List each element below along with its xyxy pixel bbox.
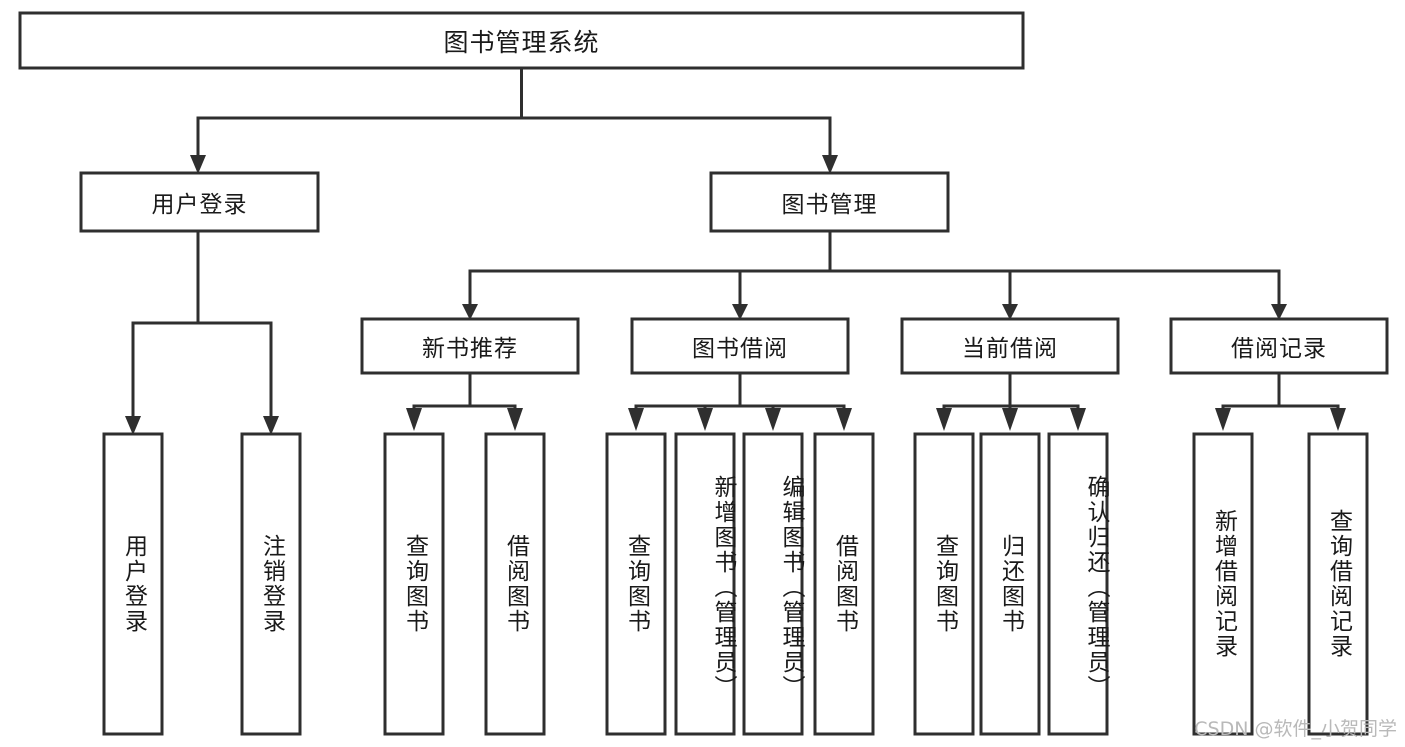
arrowhead-currentborrow-leaf-2 bbox=[1002, 408, 1018, 431]
arrowhead-bookborrow-leaf-3 bbox=[765, 408, 781, 431]
node-book-borrow[interactable] bbox=[630, 317, 850, 375]
arrowhead-newbook-leaf-2 bbox=[507, 408, 523, 431]
arrowhead-bookborrow-leaf-2 bbox=[697, 408, 713, 431]
node-leaf-add-book-admin[interactable] bbox=[674, 432, 736, 736]
node-leaf-return-book[interactable] bbox=[979, 432, 1041, 736]
node-leaf-add-borrow-record[interactable] bbox=[1192, 432, 1254, 736]
arrowhead-borrowrecord-leaf-1 bbox=[1215, 408, 1231, 431]
arrowhead-current-borrow bbox=[1002, 304, 1018, 320]
node-book-management[interactable] bbox=[709, 171, 950, 233]
arrowhead-bookborrow-leaf-4 bbox=[836, 408, 852, 431]
arrowhead-borrowrecord-leaf-2 bbox=[1330, 408, 1346, 431]
node-borrow-record[interactable] bbox=[1169, 317, 1389, 375]
node-leaf-confirm-return-admin[interactable] bbox=[1047, 432, 1109, 736]
node-leaf-query-book-1[interactable] bbox=[383, 432, 445, 736]
arrowhead-book-mgmt bbox=[822, 155, 838, 174]
arrowhead-currentborrow-leaf-1 bbox=[936, 408, 952, 431]
node-new-book-recommend[interactable] bbox=[360, 317, 580, 375]
arrowhead-leaf-logout bbox=[263, 416, 279, 435]
node-leaf-logout[interactable] bbox=[240, 432, 302, 736]
node-current-borrow[interactable] bbox=[900, 317, 1120, 375]
arrowhead-newbook-leaf-1 bbox=[406, 408, 422, 431]
node-leaf-borrow-book-2[interactable] bbox=[813, 432, 875, 736]
arrowhead-borrow-record bbox=[1271, 304, 1287, 320]
node-leaf-borrow-book-1[interactable] bbox=[484, 432, 546, 736]
arrowhead-leaf-user-login bbox=[125, 416, 141, 435]
node-leaf-user-login[interactable] bbox=[102, 432, 164, 736]
arrowhead-new-book bbox=[462, 304, 478, 320]
arrowhead-bookborrow-leaf-1 bbox=[628, 408, 644, 431]
node-leaf-query-book-3[interactable] bbox=[913, 432, 975, 736]
node-root-system[interactable] bbox=[18, 11, 1025, 70]
node-user-login[interactable] bbox=[79, 171, 320, 233]
node-leaf-edit-book-admin[interactable] bbox=[742, 432, 804, 736]
arrowhead-book-borrow bbox=[732, 304, 748, 320]
arrowhead-currentborrow-leaf-3 bbox=[1070, 408, 1086, 431]
node-leaf-query-borrow-record[interactable] bbox=[1307, 432, 1369, 736]
arrowhead-user-login bbox=[190, 155, 206, 174]
node-leaf-query-book-2[interactable] bbox=[605, 432, 667, 736]
